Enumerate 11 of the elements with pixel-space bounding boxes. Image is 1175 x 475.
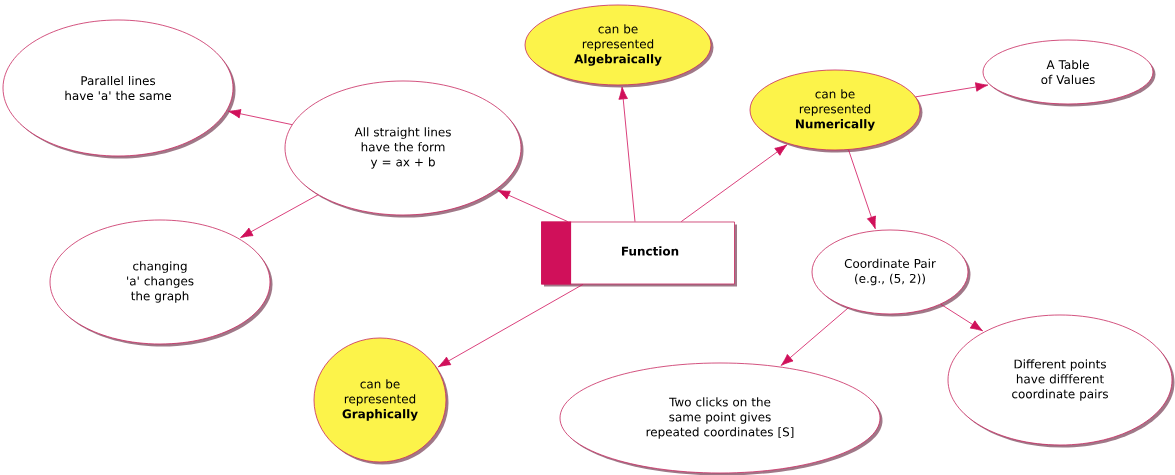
arrow [437,284,584,368]
arrow [848,149,876,230]
arrow [680,144,788,222]
arrow [915,82,989,98]
arrow [240,194,319,238]
arrow [497,189,569,222]
arrow [228,109,293,126]
arrow [780,307,849,366]
arrow [618,86,636,222]
arrow [940,303,984,332]
concept-box: Function [541,221,737,287]
